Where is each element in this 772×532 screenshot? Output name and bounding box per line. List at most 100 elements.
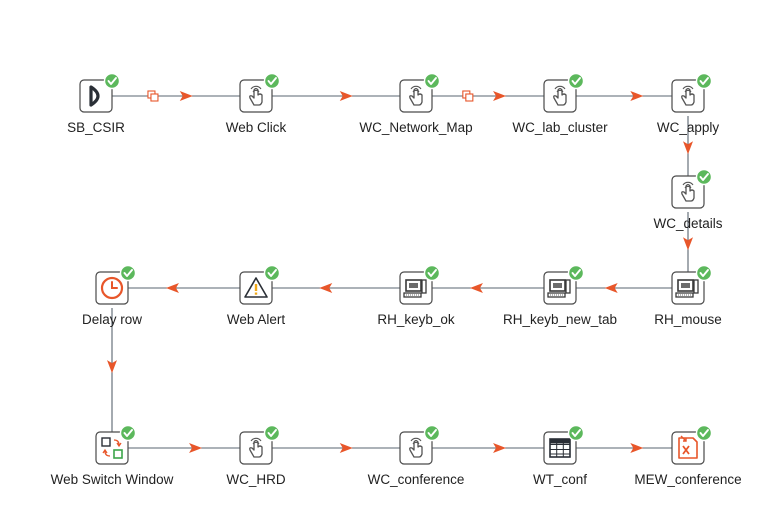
arrow-head-icon: [189, 443, 203, 453]
hand-pointer-icon: [249, 437, 263, 458]
node-wc-conference[interactable]: WC_conference: [368, 424, 465, 488]
node-mew-conference[interactable]: MEW_conference: [634, 424, 742, 488]
computer-icon: [675, 279, 699, 298]
node-wc-hrd[interactable]: WC_HRD: [226, 424, 286, 488]
table-icon: [549, 438, 571, 458]
hand-pointer-icon: [553, 85, 567, 106]
node-label: WC_details: [653, 216, 722, 231]
node-label: WT_conf: [533, 472, 587, 487]
connection-wc_details-to-rh_mouse[interactable]: [683, 212, 693, 272]
node-label: SB_CSIR: [67, 120, 125, 135]
success-check-icon: [103, 72, 121, 90]
copy-rows-icon: [462, 90, 474, 102]
node-label: RH_keyb_new_tab: [503, 312, 617, 327]
hand-pointer-icon: [681, 85, 695, 106]
success-check-icon: [263, 72, 281, 90]
arrow-head-icon: [339, 91, 353, 101]
node-wc-apply[interactable]: WC_apply: [657, 72, 720, 136]
edges-layer: [107, 90, 693, 453]
arrow-head-icon: [493, 91, 507, 101]
success-check-icon: [695, 168, 713, 186]
clock-icon: [100, 276, 124, 300]
warning-icon: [244, 277, 268, 298]
node-label: WC_conference: [368, 472, 465, 487]
arrow-head-icon: [319, 283, 333, 293]
hand-pointer-icon: [409, 85, 423, 106]
arrow-head-icon: [469, 283, 483, 293]
arrow-head-icon: [165, 283, 179, 293]
connection-rh_mouse-to-rh_keyb_new_tab[interactable]: [576, 283, 672, 293]
connection-wc_lab_cluster-to-wc_apply[interactable]: [576, 91, 672, 101]
node-rh-keyb-ok[interactable]: RH_keyb_ok: [377, 264, 455, 328]
excel-icon: [678, 435, 698, 459]
node-label: Delay row: [82, 312, 142, 327]
hand-pointer-icon: [409, 437, 423, 458]
connection-web_switch_window-to-wc_hrd[interactable]: [128, 443, 240, 453]
node-delay-row[interactable]: Delay row: [82, 264, 142, 328]
node-wc-lab-cluster[interactable]: WC_lab_cluster: [512, 72, 608, 136]
copy-rows-icon: [147, 90, 159, 102]
node-label: WC_apply: [657, 120, 720, 135]
arrow-head-icon: [683, 141, 693, 155]
node-web-click[interactable]: Web Click: [226, 72, 287, 136]
node-wc-details[interactable]: WC_details: [653, 168, 723, 232]
arrow-head-icon: [604, 283, 618, 293]
node-label: WC_HRD: [226, 472, 285, 487]
arrow-head-icon: [630, 91, 644, 101]
node-wc-network-map[interactable]: WC_Network_Map: [359, 72, 473, 136]
connection-delay_row-to-web_switch_window[interactable]: [107, 308, 117, 432]
arrow-head-icon: [179, 91, 193, 101]
connection-wc_conference-to-wt_conf[interactable]: [432, 443, 544, 453]
success-check-icon: [695, 264, 713, 282]
node-web-switch-window[interactable]: Web Switch Window: [51, 424, 174, 488]
connection-wc_network_map-to-wc_lab_cluster[interactable]: [432, 90, 544, 102]
arrow-head-icon: [630, 443, 644, 453]
arrow-head-icon: [339, 443, 353, 453]
node-sb-csir[interactable]: SB_CSIR: [67, 72, 125, 136]
arrow-head-icon: [107, 360, 117, 374]
success-check-icon: [567, 264, 585, 282]
success-check-icon: [695, 72, 713, 90]
node-label: Web Alert: [227, 312, 286, 327]
success-check-icon: [119, 424, 137, 442]
nodes-layer: SB_CSIR Web Click WC_Network_Map WC_lab_clu…: [51, 72, 742, 488]
node-label: WC_lab_cluster: [512, 120, 608, 135]
node-label: RH_keyb_ok: [377, 312, 455, 327]
hand-pointer-icon: [681, 181, 695, 202]
success-check-icon: [263, 264, 281, 282]
play-icon: [89, 85, 100, 107]
switch-window-icon: [101, 437, 123, 459]
node-label: MEW_conference: [634, 472, 741, 487]
success-check-icon: [263, 424, 281, 442]
connection-wt_conf-to-mew_conference[interactable]: [576, 443, 672, 453]
node-label: WC_Network_Map: [359, 120, 472, 135]
success-check-icon: [695, 424, 713, 442]
success-check-icon: [567, 424, 585, 442]
success-check-icon: [423, 72, 441, 90]
arrow-head-icon: [493, 443, 507, 453]
success-check-icon: [423, 424, 441, 442]
node-label: Web Switch Window: [51, 472, 174, 487]
connection-sb_csir-to-web_click[interactable]: [112, 90, 240, 102]
connection-web_click-to-wc_network_map[interactable]: [272, 91, 400, 101]
connection-web_alert-to-delay_row[interactable]: [128, 283, 240, 293]
connection-wc_apply-to-wc_details[interactable]: [683, 116, 693, 176]
node-label: Web Click: [226, 120, 287, 135]
node-label: RH_mouse: [654, 312, 722, 327]
success-check-icon: [567, 72, 585, 90]
node-wt-conf[interactable]: WT_conf: [533, 424, 587, 488]
connection-wc_hrd-to-wc_conference[interactable]: [272, 443, 400, 453]
computer-icon: [403, 279, 427, 298]
success-check-icon: [423, 264, 441, 282]
hand-pointer-icon: [249, 85, 263, 106]
node-box[interactable]: [79, 79, 113, 113]
computer-icon: [547, 279, 571, 298]
success-check-icon: [119, 264, 137, 282]
node-rh-mouse[interactable]: RH_mouse: [654, 264, 722, 328]
connection-rh_keyb_new_tab-to-rh_keyb_ok[interactable]: [432, 283, 544, 293]
node-rh-keyb-new-tab[interactable]: RH_keyb_new_tab: [503, 264, 617, 328]
node-web-alert[interactable]: Web Alert: [227, 264, 286, 328]
connection-rh_keyb_ok-to-web_alert[interactable]: [272, 283, 400, 293]
arrow-head-icon: [683, 237, 693, 251]
